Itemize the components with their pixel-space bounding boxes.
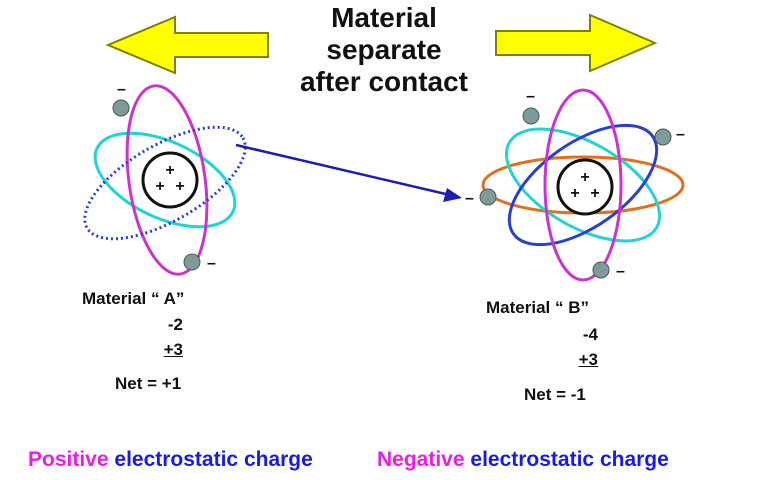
nucleus-a: [141, 151, 199, 209]
left-arrow-icon: [105, 15, 269, 75]
electron-b-1-sign: –: [526, 88, 535, 105]
nucleus-b-plus-1: +: [580, 169, 589, 186]
electron-a-2: [183, 253, 201, 271]
electron-b-3: [479, 188, 497, 206]
legend-positive-word: Positive: [28, 448, 109, 471]
material-b-net: Net = -1: [524, 385, 586, 404]
title-line-3: after contact: [299, 66, 469, 97]
electron-b-4-sign: –: [616, 263, 625, 280]
legend-negative-word: Negative: [377, 448, 465, 471]
legend-negative-rest: electrostatic charge: [470, 448, 669, 471]
title-line-2: separate: [326, 34, 442, 65]
legend-positive-rest: electrostatic charge: [114, 448, 313, 471]
title-line-1: Material: [331, 2, 437, 33]
transfer-arrow: [235, 143, 462, 202]
material-b-label: Material “ B”: [486, 298, 589, 317]
electron-b-4: [592, 261, 610, 279]
nucleus-b: [556, 158, 614, 216]
electron-a-1: [112, 99, 130, 117]
nucleus-a-plus-1: +: [165, 162, 174, 179]
electron-b-3-sign: –: [465, 190, 474, 207]
material-a-negative: -2: [167, 315, 183, 334]
material-a-positive: +3: [163, 340, 183, 359]
material-a-label: Material “ A”: [82, 289, 185, 308]
atom-b: [479, 88, 685, 282]
electron-b-2-sign: –: [676, 126, 685, 143]
title: Material separate after contact: [284, 2, 484, 98]
legend-negative: Negative electrostatic charge: [377, 448, 669, 472]
electron-a-2-sign: –: [207, 255, 216, 272]
nucleus-b-plus-2: +: [570, 185, 579, 202]
material-b-negative: -4: [582, 325, 598, 344]
electron-a-1-sign: –: [117, 81, 126, 98]
material-b-positive: +3: [578, 350, 598, 369]
electron-b-1: [522, 107, 540, 125]
right-arrow-icon: [495, 13, 658, 73]
nucleus-a-plus-3: +: [175, 178, 184, 195]
atom-a: [83, 84, 247, 276]
legend-positive: Positive electrostatic charge: [28, 448, 313, 472]
electron-b-2: [654, 128, 672, 146]
material-a-net: Net = +1: [115, 374, 182, 393]
nucleus-a-plus-2: +: [155, 178, 164, 195]
nucleus-b-plus-3: +: [590, 185, 599, 202]
